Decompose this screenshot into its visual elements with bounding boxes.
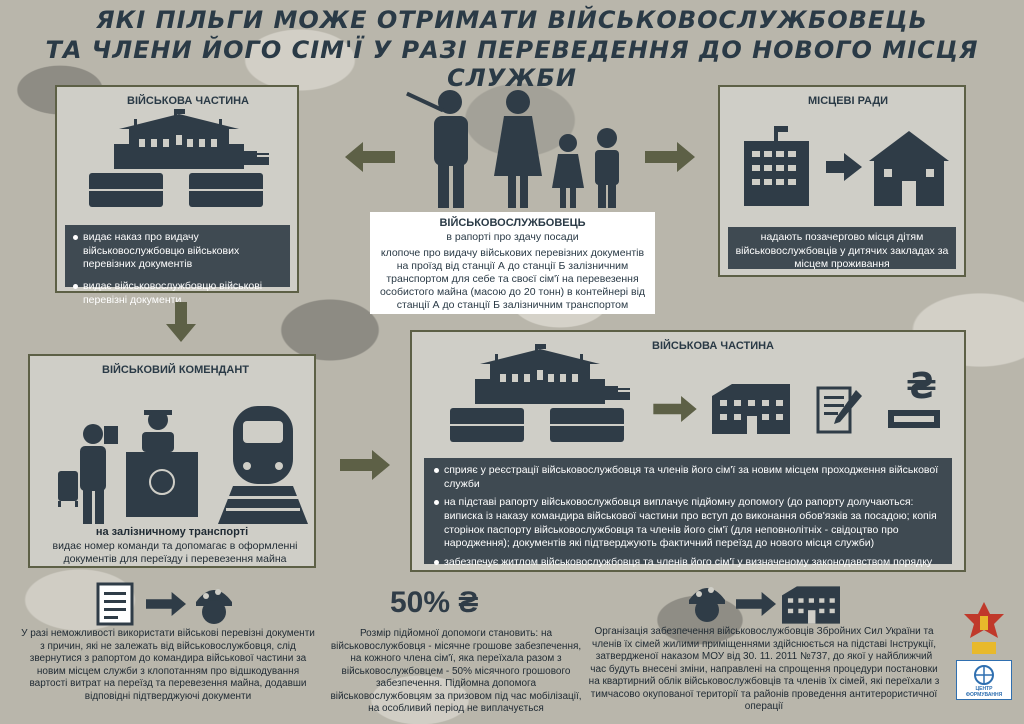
list-item: забезпечує житлом військовослужбовця та … <box>432 556 944 570</box>
servicemember-subtitle: в рапорті про здачу посади <box>446 230 579 243</box>
commandant-subtitle: на залізничному транспорті <box>95 526 249 538</box>
city-buildings-icon <box>744 126 949 206</box>
family-icon <box>406 90 619 208</box>
military-base-icon <box>89 109 269 207</box>
list-item: сприяє у реєстрації військовослужбовця т… <box>432 464 944 491</box>
list-item: на підставі рапорту військовослужбовця в… <box>432 496 944 551</box>
unit-top-panel: ВІЙСЬКОВА ЧАСТИНА видає наказ про видачу… <box>55 85 299 306</box>
soldier-head-icon <box>196 589 232 624</box>
document-icon <box>96 582 134 626</box>
bottom-col3-text: Організація забезпечення військовослужбо… <box>588 626 940 712</box>
local-councils-panel: МІСЦЕВІ РАДИ надають позачергово місця д… <box>718 85 966 277</box>
bottom-col1-text: У разі неможливості використати військов… <box>21 628 315 702</box>
local-councils-label: МІСЦЕВІ РАДИ <box>808 95 889 107</box>
military-base-icon <box>450 344 630 442</box>
title-line-2: ТА ЧЛЕНИ ЙОГО СІМ'Ї У РАЗІ ПЕРЕВЕДЕННЯ Д… <box>45 36 979 92</box>
arrow-right-icon <box>340 450 390 480</box>
document-pen-icon <box>816 386 862 434</box>
unit-bottom-label: ВІЙСЬКОВА ЧАСТИНА <box>652 340 775 352</box>
commandant-station-icon <box>58 406 308 524</box>
armed-forces-emblem-icon <box>964 602 1004 654</box>
arrow-down-icon <box>166 302 196 342</box>
list-item: видає наказ про видачу військовослужбовц… <box>71 231 284 272</box>
apartment-building-icon <box>782 586 840 624</box>
commandant-label: ВІЙСЬКОВИЙ КОМЕНДАНТ <box>102 364 249 376</box>
servicemember-box: ВІЙСЬКОВОСЛУЖБОВЕЦЬ в рапорті про здачу … <box>370 212 655 314</box>
apartment-building-icon <box>712 384 790 434</box>
arrow-right-icon <box>736 592 776 616</box>
unit-top-info-box: видає наказ про видачу військовослужбовц… <box>65 225 290 306</box>
arrow-left-icon <box>345 142 395 172</box>
unit-top-label: ВІЙСЬКОВА ЧАСТИНА <box>127 95 250 107</box>
servicemember-title: ВІЙСЬКОВОСЛУЖБОВЕЦЬ <box>439 217 586 229</box>
arrow-right-icon <box>653 396 697 422</box>
title-line-1: ЯКІ ПІЛЬГИ МОЖЕ ОТРИМАТИ ВІЙСЬКОВОСЛУЖБО… <box>96 6 928 34</box>
unit-bottom-panel: ВІЙСЬКОВА ЧАСТИНА <box>410 330 966 572</box>
unit-bottom-info-box: сприяє у реєстрації військовослужбовця т… <box>424 458 952 568</box>
commandant-text: видає номер команди та допомагає в оформ… <box>52 540 298 566</box>
training-center-logo: ЦЕНТР ФОРМУВАННЯ <box>956 660 1012 700</box>
servicemember-text: клопоче про видачу військових перевізних… <box>379 246 646 312</box>
soldier-head-icon <box>689 587 725 622</box>
arrow-right-icon <box>645 142 695 172</box>
hryvnia-money-icon: ₴ <box>888 366 940 428</box>
list-item: видає військовослужбовцю військові перев… <box>71 280 284 307</box>
arrow-right-icon <box>146 592 186 616</box>
logo-globe-icon <box>974 665 994 685</box>
local-councils-text: надають позачергово місця дітям військов… <box>735 231 949 271</box>
commandant-panel: ВІЙСЬКОВИЙ КОМЕНДАНТ на залізничному тр <box>28 354 316 568</box>
bottom-col2-text: Розмір підйомної допомоги становить: на … <box>330 628 582 714</box>
logo-text: ЦЕНТР ФОРМУВАННЯ <box>965 686 1003 698</box>
percent-label: 50% ₴ <box>390 586 479 619</box>
local-councils-info-box: надають позачергово місця дітям військов… <box>728 227 956 271</box>
svg-text:₴: ₴ <box>906 366 937 407</box>
